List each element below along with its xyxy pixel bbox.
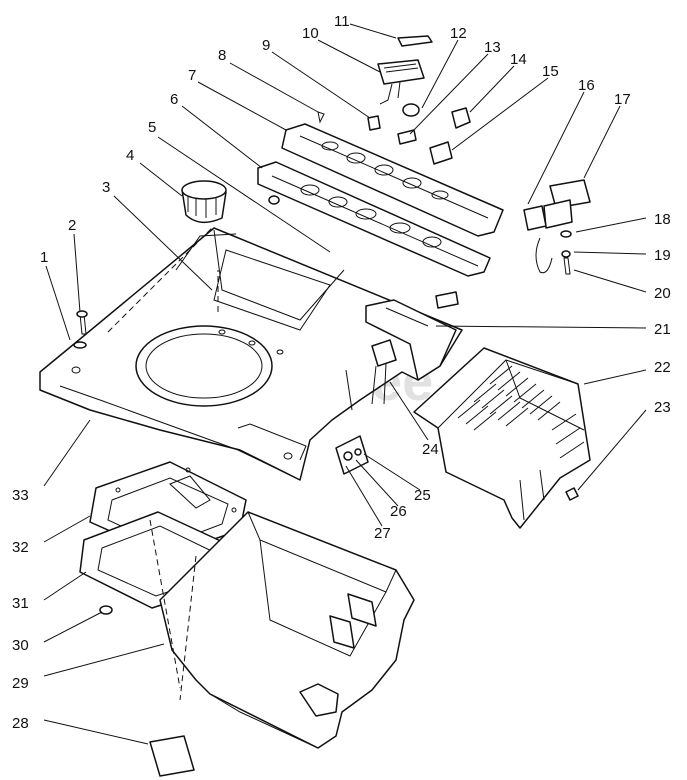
callout-33: 33 (12, 487, 29, 504)
part-drawings (39, 35, 591, 777)
callout-5: 5 (148, 119, 156, 136)
callout-13: 13 (484, 39, 501, 56)
part-switch-module (377, 59, 425, 85)
callout-28: 28 (12, 715, 29, 732)
vent-slots (457, 365, 585, 459)
callout-26: 26 (390, 503, 407, 520)
callout-19: 19 (654, 247, 671, 264)
callout-23: 23 (654, 399, 671, 416)
callout-1: 1 (40, 249, 48, 266)
part-connector (371, 339, 397, 367)
callout-22: 22 (654, 359, 671, 376)
callout-9: 9 (262, 37, 270, 54)
callout-18: 18 (654, 211, 671, 228)
callout-7: 7 (188, 67, 196, 84)
part-clip (397, 35, 433, 47)
callout-6: 6 (170, 91, 178, 108)
part-shroud-opening (135, 325, 273, 407)
callout-8: 8 (218, 47, 226, 64)
callout-24: 24 (422, 441, 439, 458)
callout-32: 32 (12, 539, 29, 556)
callout-21: 21 (654, 321, 671, 338)
part-lower-housing (159, 511, 415, 749)
callout-17: 17 (614, 91, 631, 108)
part-pad (149, 735, 195, 777)
callout-20: 20 (654, 285, 671, 302)
callout-25: 25 (414, 487, 431, 504)
callout-3: 3 (102, 179, 110, 196)
callout-14: 14 (510, 51, 527, 68)
callout-29: 29 (12, 675, 29, 692)
callout-4: 4 (126, 147, 134, 164)
callout-12: 12 (450, 25, 467, 42)
callout-27: 27 (374, 525, 391, 542)
part-key (451, 107, 471, 129)
callout-31: 31 (12, 595, 29, 612)
leader-lines (43, 23, 647, 745)
callout-16: 16 (578, 77, 595, 94)
part-bracket (365, 299, 457, 381)
callout-11: 11 (334, 13, 350, 30)
callout-2: 2 (68, 217, 76, 234)
callout-labels: 1 2 3 4 5 6 7 8 9 10 11 12 13 14 15 16 1… (12, 13, 671, 732)
part-handle-grip (549, 179, 591, 209)
callout-15: 15 (542, 63, 559, 80)
part-rocker-switch (429, 141, 453, 165)
part-engine-cover (413, 347, 591, 529)
callout-30: 30 (12, 637, 29, 654)
callout-10: 10 (302, 25, 319, 42)
